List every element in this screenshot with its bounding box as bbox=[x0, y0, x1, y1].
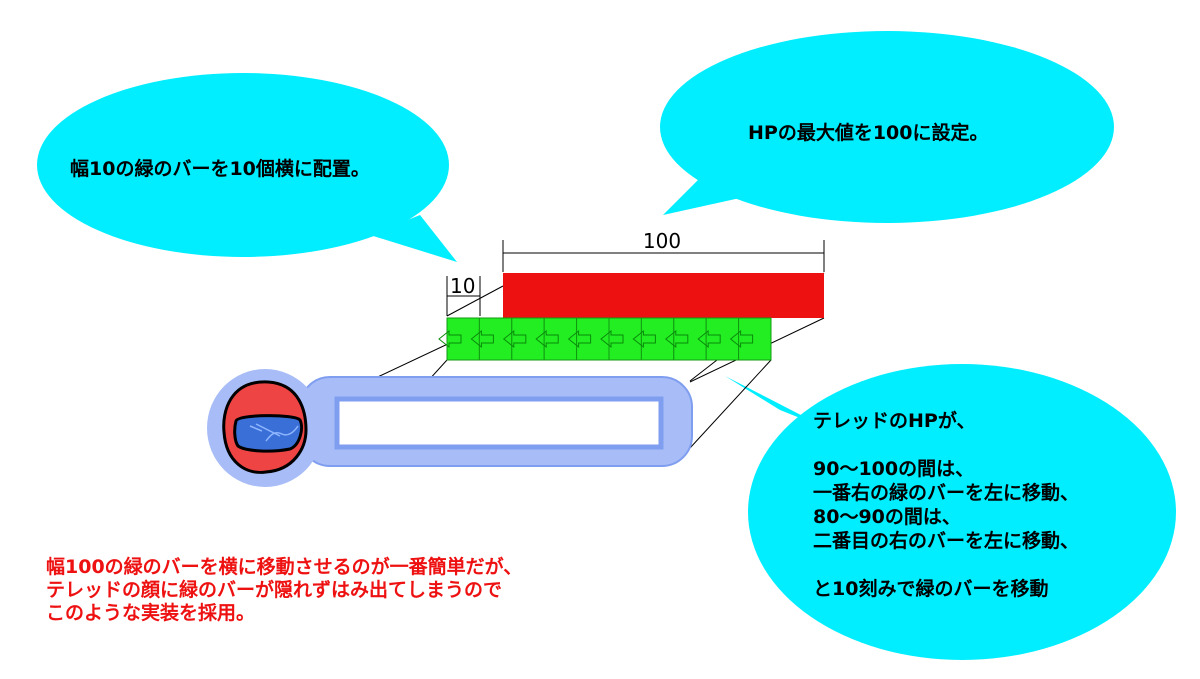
left-arrow-icon bbox=[600, 329, 624, 349]
bubble-grid bbox=[37, 73, 457, 262]
tereddo-head-icon bbox=[207, 369, 323, 487]
bubble-grid-text: 幅10の緑のバーを10個横に配置。 bbox=[70, 158, 370, 180]
left-arrow-icon bbox=[502, 329, 527, 349]
dimension-100 bbox=[502, 240, 825, 272]
green-bar-segment bbox=[600, 317, 642, 361]
green-bar-segment bbox=[567, 317, 610, 361]
green-bar-segment bbox=[697, 317, 740, 361]
bubble-max-hp bbox=[660, 31, 1114, 223]
max-hp-bar bbox=[503, 273, 824, 318]
left-arrow-icon bbox=[438, 329, 462, 349]
left-arrow-icon bbox=[470, 329, 494, 349]
left-arrow-icon bbox=[567, 329, 592, 349]
green-bar-segment bbox=[470, 317, 513, 361]
left-arrow-icon bbox=[535, 329, 559, 349]
green-bar-segment bbox=[535, 317, 578, 361]
bubble-logic-text: テレッドのHPが、 90〜100の間は、 一番右の緑のバーを左に移動、 80〜9… bbox=[813, 410, 1080, 600]
green-bar-row bbox=[438, 317, 772, 361]
green-bar-segment bbox=[438, 317, 480, 361]
left-arrow-icon bbox=[632, 329, 656, 349]
bubble-logic bbox=[725, 364, 1176, 660]
green-bar-segment bbox=[664, 317, 707, 361]
dimension-10 bbox=[446, 276, 481, 316]
hp-frame bbox=[299, 376, 693, 467]
left-arrow-icon bbox=[697, 329, 721, 349]
green-bar-segment bbox=[502, 317, 545, 361]
green-bar-segment bbox=[729, 317, 772, 361]
green-bar-segment bbox=[632, 317, 675, 361]
hp-gauge-slot bbox=[334, 396, 664, 450]
left-arrow-icon bbox=[729, 329, 754, 349]
left-arrow-icon bbox=[664, 329, 689, 349]
implementation-note: 幅100の緑のバーを横に移動させるのが一番簡単だが、 テレッドの顔に緑のバーが隠… bbox=[46, 556, 523, 624]
hp-width-label: 100 bbox=[643, 229, 681, 253]
bar-width-label: 10 bbox=[450, 274, 475, 298]
bubble-max-hp-text: HPの最大値を100に設定。 bbox=[748, 122, 989, 144]
